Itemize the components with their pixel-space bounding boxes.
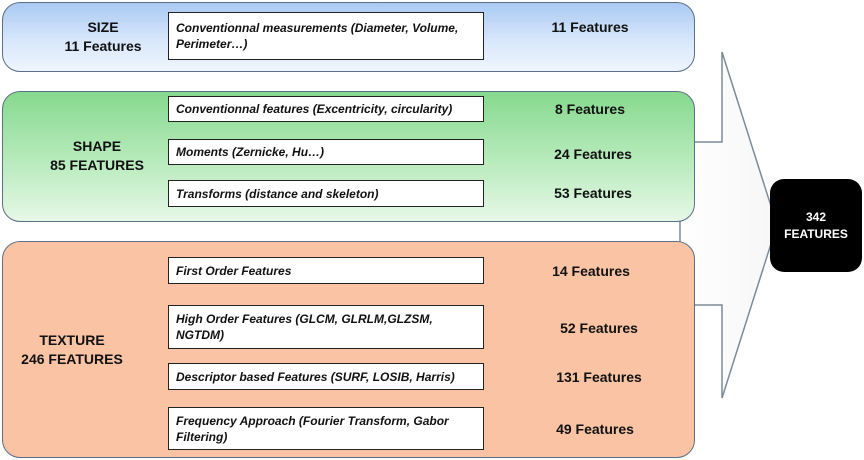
- shape-item-transforms: Transforms (distance and skeleton): [168, 180, 484, 207]
- total-count: 342: [805, 209, 827, 224]
- shape-count-moments: 24 Features: [554, 146, 632, 162]
- size-item-conventional-measurements: Conventionnal measurements (Diameter, Vo…: [168, 12, 484, 60]
- size-group: SIZE 11 Features Conventionnal measureme…: [2, 2, 695, 72]
- item-label: Conventionnal features (Excentricity, ci…: [176, 102, 453, 116]
- size-title-line1: SIZE: [87, 19, 119, 35]
- size-count-measurements: 11 Features: [551, 19, 629, 35]
- total-features-box: 342 FEATURES: [770, 179, 862, 272]
- shape-title-line1: SHAPE: [72, 138, 122, 154]
- texture-item-frequency-approach: Frequency Approach (Fourier Transform, G…: [168, 407, 484, 450]
- texture-group: TEXTURE 246 FEATURES First Order Feature…: [2, 241, 695, 458]
- item-label: First Order Features: [176, 263, 292, 278]
- texture-item-first-order: First Order Features: [168, 257, 484, 284]
- total-label: FEATURES: [784, 226, 848, 241]
- shape-count-transforms: 53 Features: [554, 185, 632, 201]
- item-label: High Order Features (GLCM, GLRLM,GLZSM, …: [176, 312, 433, 342]
- texture-item-descriptor-based: Descriptor based Features (SURF, LOSIB, …: [168, 363, 484, 390]
- item-label: Frequency Approach (Fourier Transform, G…: [176, 413, 449, 444]
- texture-title-line2: 246 FEATURES: [21, 351, 123, 367]
- item-label: Transforms (distance and skeleton): [176, 186, 379, 201]
- size-title-line2: 11 Features: [64, 38, 142, 54]
- size-group-title: SIZE 11 Features: [28, 18, 178, 56]
- texture-group-title: TEXTURE 246 FEATURES: [0, 331, 147, 369]
- shape-title-line2: 85 FEATURES: [50, 157, 144, 173]
- shape-group-title: SHAPE 85 FEATURES: [22, 137, 172, 175]
- item-label: Conventionnal measurements (Diameter, Vo…: [176, 21, 459, 51]
- shape-count-conventional: 8 Features: [554, 101, 626, 117]
- texture-count-high-order: 52 Features: [560, 320, 638, 336]
- texture-title-line1: TEXTURE: [39, 332, 105, 348]
- shape-item-moments: Moments (Zernicke, Hu…): [168, 139, 484, 165]
- texture-count-first-order: 14 Features: [552, 263, 630, 279]
- item-label: Moments (Zernicke, Hu…): [176, 145, 325, 159]
- texture-item-high-order: High Order Features (GLCM, GLRLM,GLZSM, …: [168, 305, 484, 349]
- item-label: Descriptor based Features (SURF, LOSIB, …: [176, 369, 455, 384]
- texture-count-descriptor-based: 131 Features: [556, 369, 642, 385]
- shape-item-conventional-features: Conventionnal features (Excentricity, ci…: [168, 96, 484, 122]
- shape-group: SHAPE 85 FEATURES Conventionnal features…: [2, 91, 695, 222]
- texture-count-frequency-approach: 49 Features: [556, 421, 634, 437]
